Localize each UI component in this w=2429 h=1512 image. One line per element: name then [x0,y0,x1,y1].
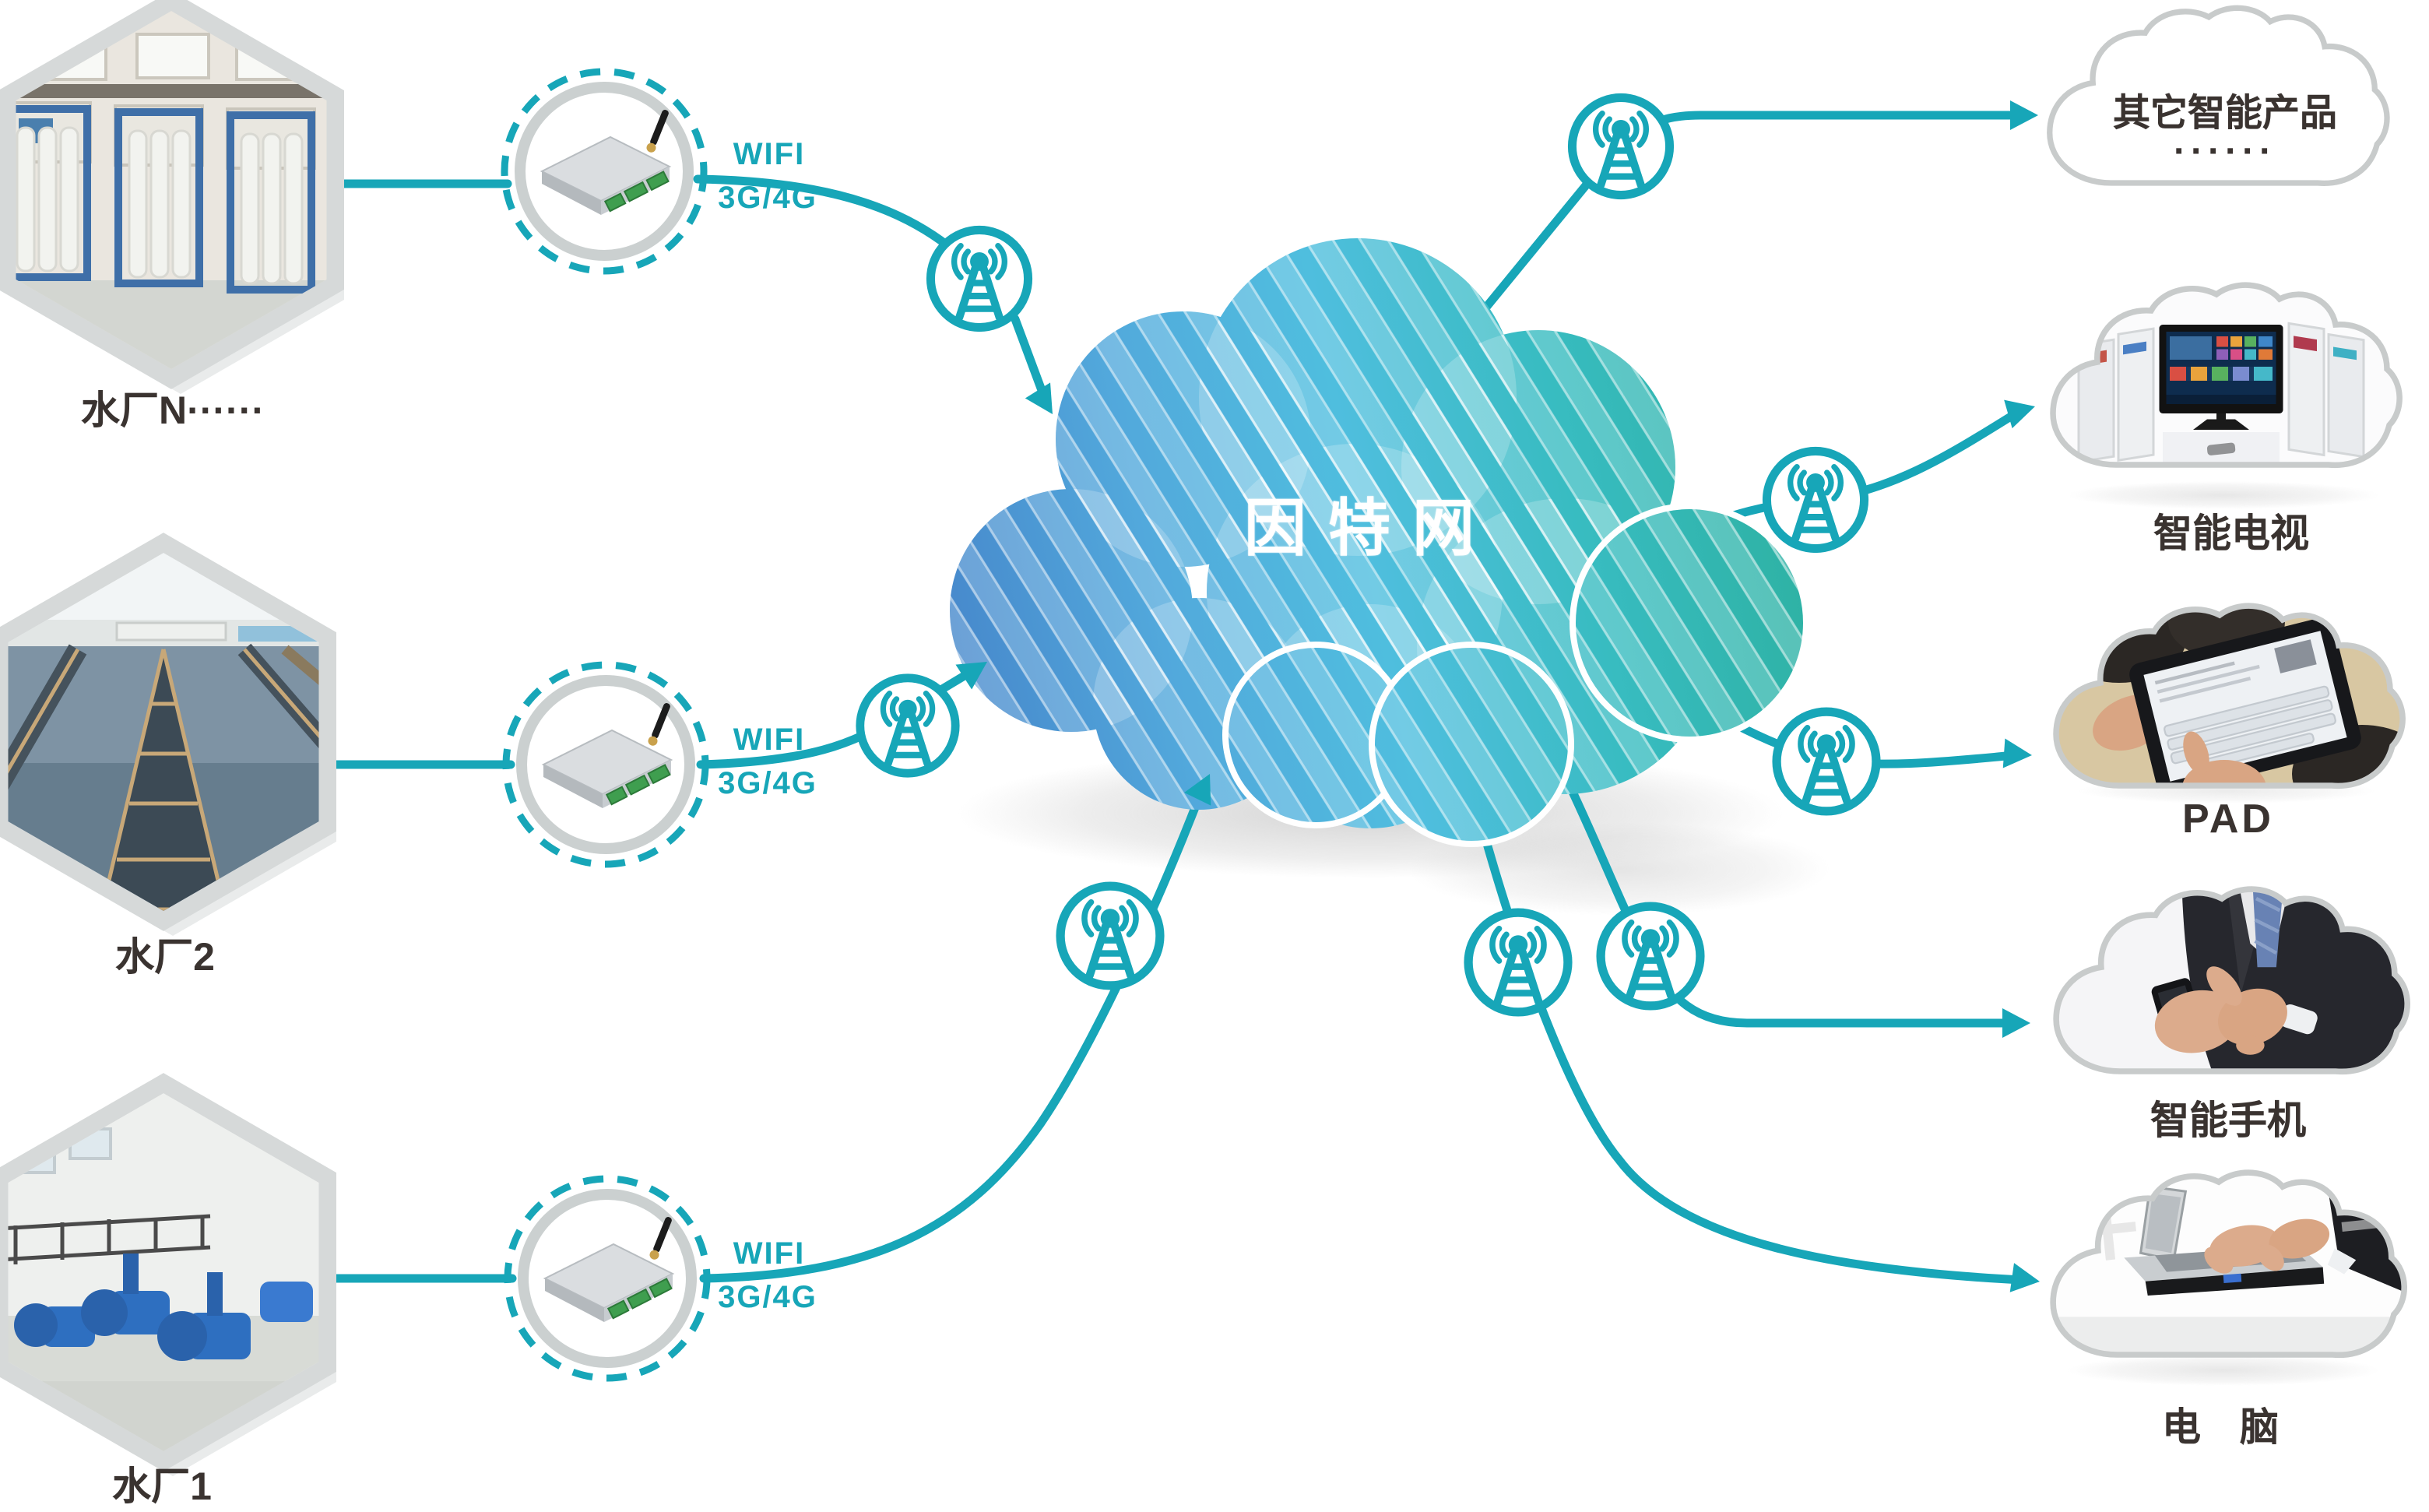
cloud-pad [2037,585,2429,823]
link-cloud-laptop [1456,740,2027,1285]
hand [2154,990,2240,1053]
antenna-icon [1777,712,1876,811]
label-3g4g-2: 3G/4G [718,767,817,801]
antenna-icon [1468,912,1568,1012]
photo-water-plant-1 [0,1078,336,1476]
dtu-router-1 [504,1175,711,1382]
cloud-laptop [2034,1163,2413,1388]
antenna-icon [930,230,1028,327]
cuff [2327,1248,2357,1275]
antenna-icon [1060,886,1160,986]
desk [2053,1317,2405,1356]
label-other-products: 其它智能产品 [2113,93,2337,135]
label-3g4g-1: 3G/4G [718,1281,817,1315]
antenna-icon [1601,906,1700,1006]
cloud-smart-tv [2034,276,2408,498]
arrow-to-phone [2002,1008,2030,1038]
pumps [14,1254,313,1361]
label-water-plant-n: 水厂N······ [80,389,265,433]
photo-water-plant-n [0,0,344,394]
cuff [2280,1004,2318,1035]
cloud-lobe [1222,503,1809,847]
cloud-smartphone [2037,880,2416,1107]
label-smart-tv: 智能电视 [2153,512,2310,556]
label-water-plant-1: 水厂1 [112,1465,212,1509]
railing [8,1214,211,1264]
web-page-fan-right [2287,322,2365,459]
tv-set [2159,325,2283,466]
link-cloud-products [1459,111,2026,339]
arrow-to-products [2010,100,2038,130]
label-internet: 因特网 [1244,495,1496,564]
label-pad: PAD [2182,795,2274,842]
arrow-to-pad [2002,738,2034,770]
label-3g4g-n: 3G/4G [718,181,817,216]
photo-water-plant-2 [0,537,336,936]
hand [2269,1218,2330,1259]
antenna-icon [860,678,955,773]
arrow-to-laptop [2009,1263,2042,1296]
label-water-plant-2: 水厂2 [115,936,215,979]
label-other-products-dots: ······ [2174,131,2276,173]
internet-cloud [950,238,1809,847]
arrow-to-tv [2004,392,2040,429]
label-computer: 电 脑 [2161,1406,2280,1450]
antenna-icon [1766,451,1864,548]
filtration-racks [16,101,316,294]
dtu-router-n [501,68,708,275]
label-wifi-1: WIFI [733,1237,806,1271]
vga-port [2223,1273,2242,1284]
dtu-router-2 [502,661,709,868]
antenna-icon [1572,97,1669,195]
label-smartphone: 智能手机 [2150,1099,2307,1143]
label-wifi-n: WIFI [733,138,806,172]
label-wifi-2: WIFI [733,723,806,758]
